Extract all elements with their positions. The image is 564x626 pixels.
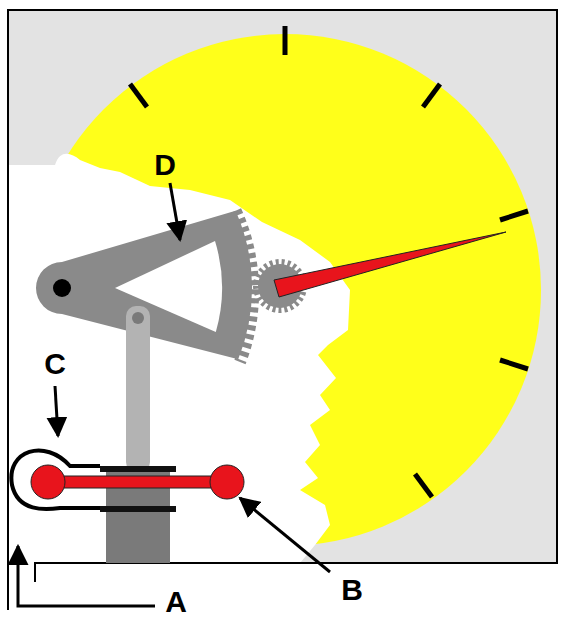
connecting-link (126, 306, 150, 472)
tube-end (31, 465, 65, 499)
cutaway-region (8, 154, 350, 563)
tube-end (210, 465, 244, 499)
link-pin (132, 312, 144, 324)
tube-bar (45, 476, 225, 488)
pointer (274, 232, 506, 297)
clamp-plate (100, 466, 176, 472)
callout-letter: A (165, 587, 187, 617)
callout-letter: D (154, 150, 176, 180)
case-outline (8, 10, 557, 610)
clamp-plate (100, 506, 176, 512)
sector-pivot (53, 279, 71, 297)
callout-letter: B (341, 575, 363, 605)
case-background (8, 10, 557, 563)
callout-letter: C (44, 349, 66, 379)
leader-lines (18, 183, 330, 606)
